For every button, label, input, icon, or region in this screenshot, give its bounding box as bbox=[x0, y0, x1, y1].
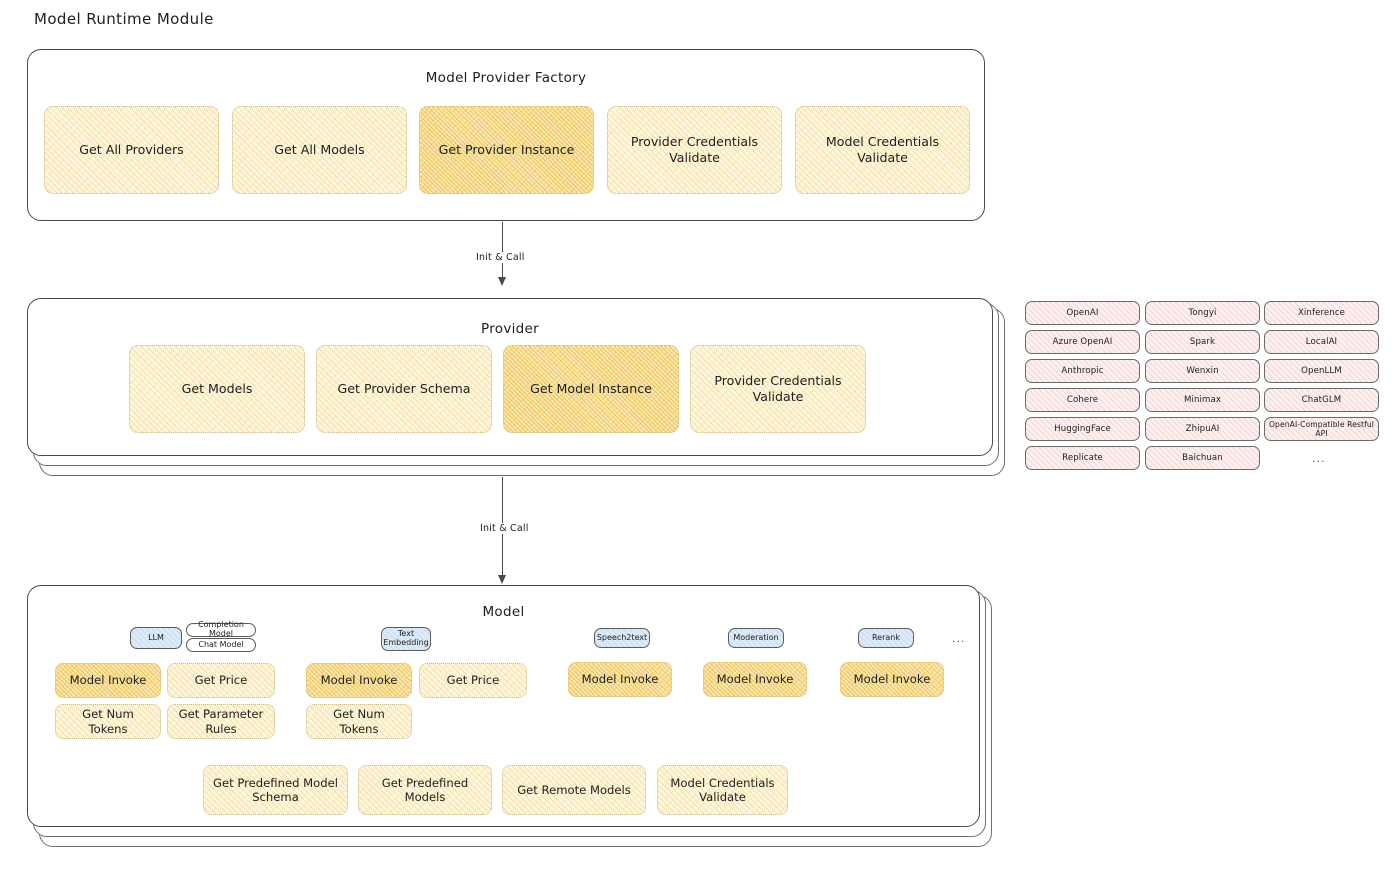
model-type-badge-speech2text[interactable]: Speech2text bbox=[594, 628, 650, 648]
provider-chip-huggingface[interactable]: HuggingFace bbox=[1025, 417, 1140, 441]
speech2text-method-model-invoke[interactable]: Model Invoke bbox=[568, 662, 672, 697]
model-title: Model bbox=[482, 604, 525, 620]
provider-chip-localai[interactable]: LocalAI bbox=[1264, 330, 1379, 354]
model-subtype-badge-completion-model[interactable]: Completion Model bbox=[186, 620, 256, 638]
provider-chip-minimax[interactable]: Minimax bbox=[1145, 388, 1260, 412]
provider-node-get-model-instance[interactable]: Get Model Instance bbox=[503, 345, 679, 433]
model-type-badge-text-embedding[interactable]: Text Embedding bbox=[381, 627, 431, 651]
llm-method-get-price[interactable]: Get Price bbox=[167, 663, 275, 698]
model-type-badge-rerank[interactable]: Rerank bbox=[858, 628, 914, 648]
llm-method-get-num-tokens[interactable]: Get Num Tokens bbox=[55, 704, 161, 739]
factory-node-model-credentials-validate[interactable]: Model Credentials Validate bbox=[795, 106, 970, 194]
provider-chip-cohere[interactable]: Cohere bbox=[1025, 388, 1140, 412]
provider-node-get-provider-schema[interactable]: Get Provider Schema bbox=[316, 345, 492, 433]
model-provider-factory-title: Model Provider Factory bbox=[425, 70, 587, 86]
model-types-more-ellipsis: ... bbox=[952, 632, 966, 645]
model-subtype-badge-chat-model[interactable]: Chat Model bbox=[186, 638, 256, 652]
arrow-1-label: Init & Call bbox=[473, 252, 528, 263]
arrow-1-head bbox=[498, 277, 506, 286]
provider-list-more-ellipsis: ... bbox=[1312, 452, 1326, 465]
provider-chip-chatglm[interactable]: ChatGLM bbox=[1264, 388, 1379, 412]
provider-chip-baichuan[interactable]: Baichuan bbox=[1145, 446, 1260, 470]
moderation-method-model-invoke[interactable]: Model Invoke bbox=[703, 662, 807, 697]
model-common-method-get-predefined-models[interactable]: Get Predefined Models bbox=[358, 765, 492, 815]
factory-node-get-all-providers[interactable]: Get All Providers bbox=[44, 106, 219, 194]
provider-node-provider-credentials-validate[interactable]: Provider Credentials Validate bbox=[690, 345, 866, 433]
provider-chip-spark[interactable]: Spark bbox=[1145, 330, 1260, 354]
model-common-method-get-predefined-model-schema[interactable]: Get Predefined Model Schema bbox=[203, 765, 348, 815]
provider-chip-replicate[interactable]: Replicate bbox=[1025, 446, 1140, 470]
provider-node-get-models[interactable]: Get Models bbox=[129, 345, 305, 433]
provider-chip-openai-compatible-restful-api[interactable]: OpenAI-Compatible Restful API bbox=[1264, 417, 1379, 441]
text-embedding-method-model-invoke[interactable]: Model Invoke bbox=[306, 663, 412, 698]
provider-title: Provider bbox=[481, 321, 539, 337]
rerank-method-model-invoke[interactable]: Model Invoke bbox=[840, 662, 944, 697]
text-embedding-method-get-num-tokens[interactable]: Get Num Tokens bbox=[306, 704, 412, 739]
provider-chip-tongyi[interactable]: Tongyi bbox=[1145, 301, 1260, 325]
factory-node-get-provider-instance[interactable]: Get Provider Instance bbox=[419, 106, 594, 194]
model-type-badge-moderation[interactable]: Moderation bbox=[728, 628, 784, 648]
arrow-2-head bbox=[498, 575, 506, 584]
model-type-badge-llm[interactable]: LLM bbox=[130, 627, 182, 649]
provider-chip-zhipuai[interactable]: ZhipuAI bbox=[1145, 417, 1260, 441]
llm-method-get-parameter-rules[interactable]: Get Parameter Rules bbox=[167, 704, 275, 739]
text-embedding-method-get-price[interactable]: Get Price bbox=[419, 663, 527, 698]
arrow-1-line bbox=[502, 222, 504, 280]
provider-chip-openai[interactable]: OpenAI bbox=[1025, 301, 1140, 325]
page-title: Model Runtime Module bbox=[34, 10, 214, 28]
provider-chip-wenxin[interactable]: Wenxin bbox=[1145, 359, 1260, 383]
provider-chip-openllm[interactable]: OpenLLM bbox=[1264, 359, 1379, 383]
provider-chip-xinference[interactable]: Xinference bbox=[1264, 301, 1379, 325]
provider-chip-anthropic[interactable]: Anthropic bbox=[1025, 359, 1140, 383]
model-common-method-get-remote-models[interactable]: Get Remote Models bbox=[502, 765, 646, 815]
model-frame bbox=[27, 585, 980, 827]
provider-chip-azure-openai[interactable]: Azure OpenAI bbox=[1025, 330, 1140, 354]
factory-node-get-all-models[interactable]: Get All Models bbox=[232, 106, 407, 194]
arrow-2-label: Init & Call bbox=[477, 523, 532, 534]
factory-node-provider-credentials-validate[interactable]: Provider Credentials Validate bbox=[607, 106, 782, 194]
llm-method-model-invoke[interactable]: Model Invoke bbox=[55, 663, 161, 698]
model-common-method-model-credentials-validate[interactable]: Model Credentials Validate bbox=[657, 765, 788, 815]
